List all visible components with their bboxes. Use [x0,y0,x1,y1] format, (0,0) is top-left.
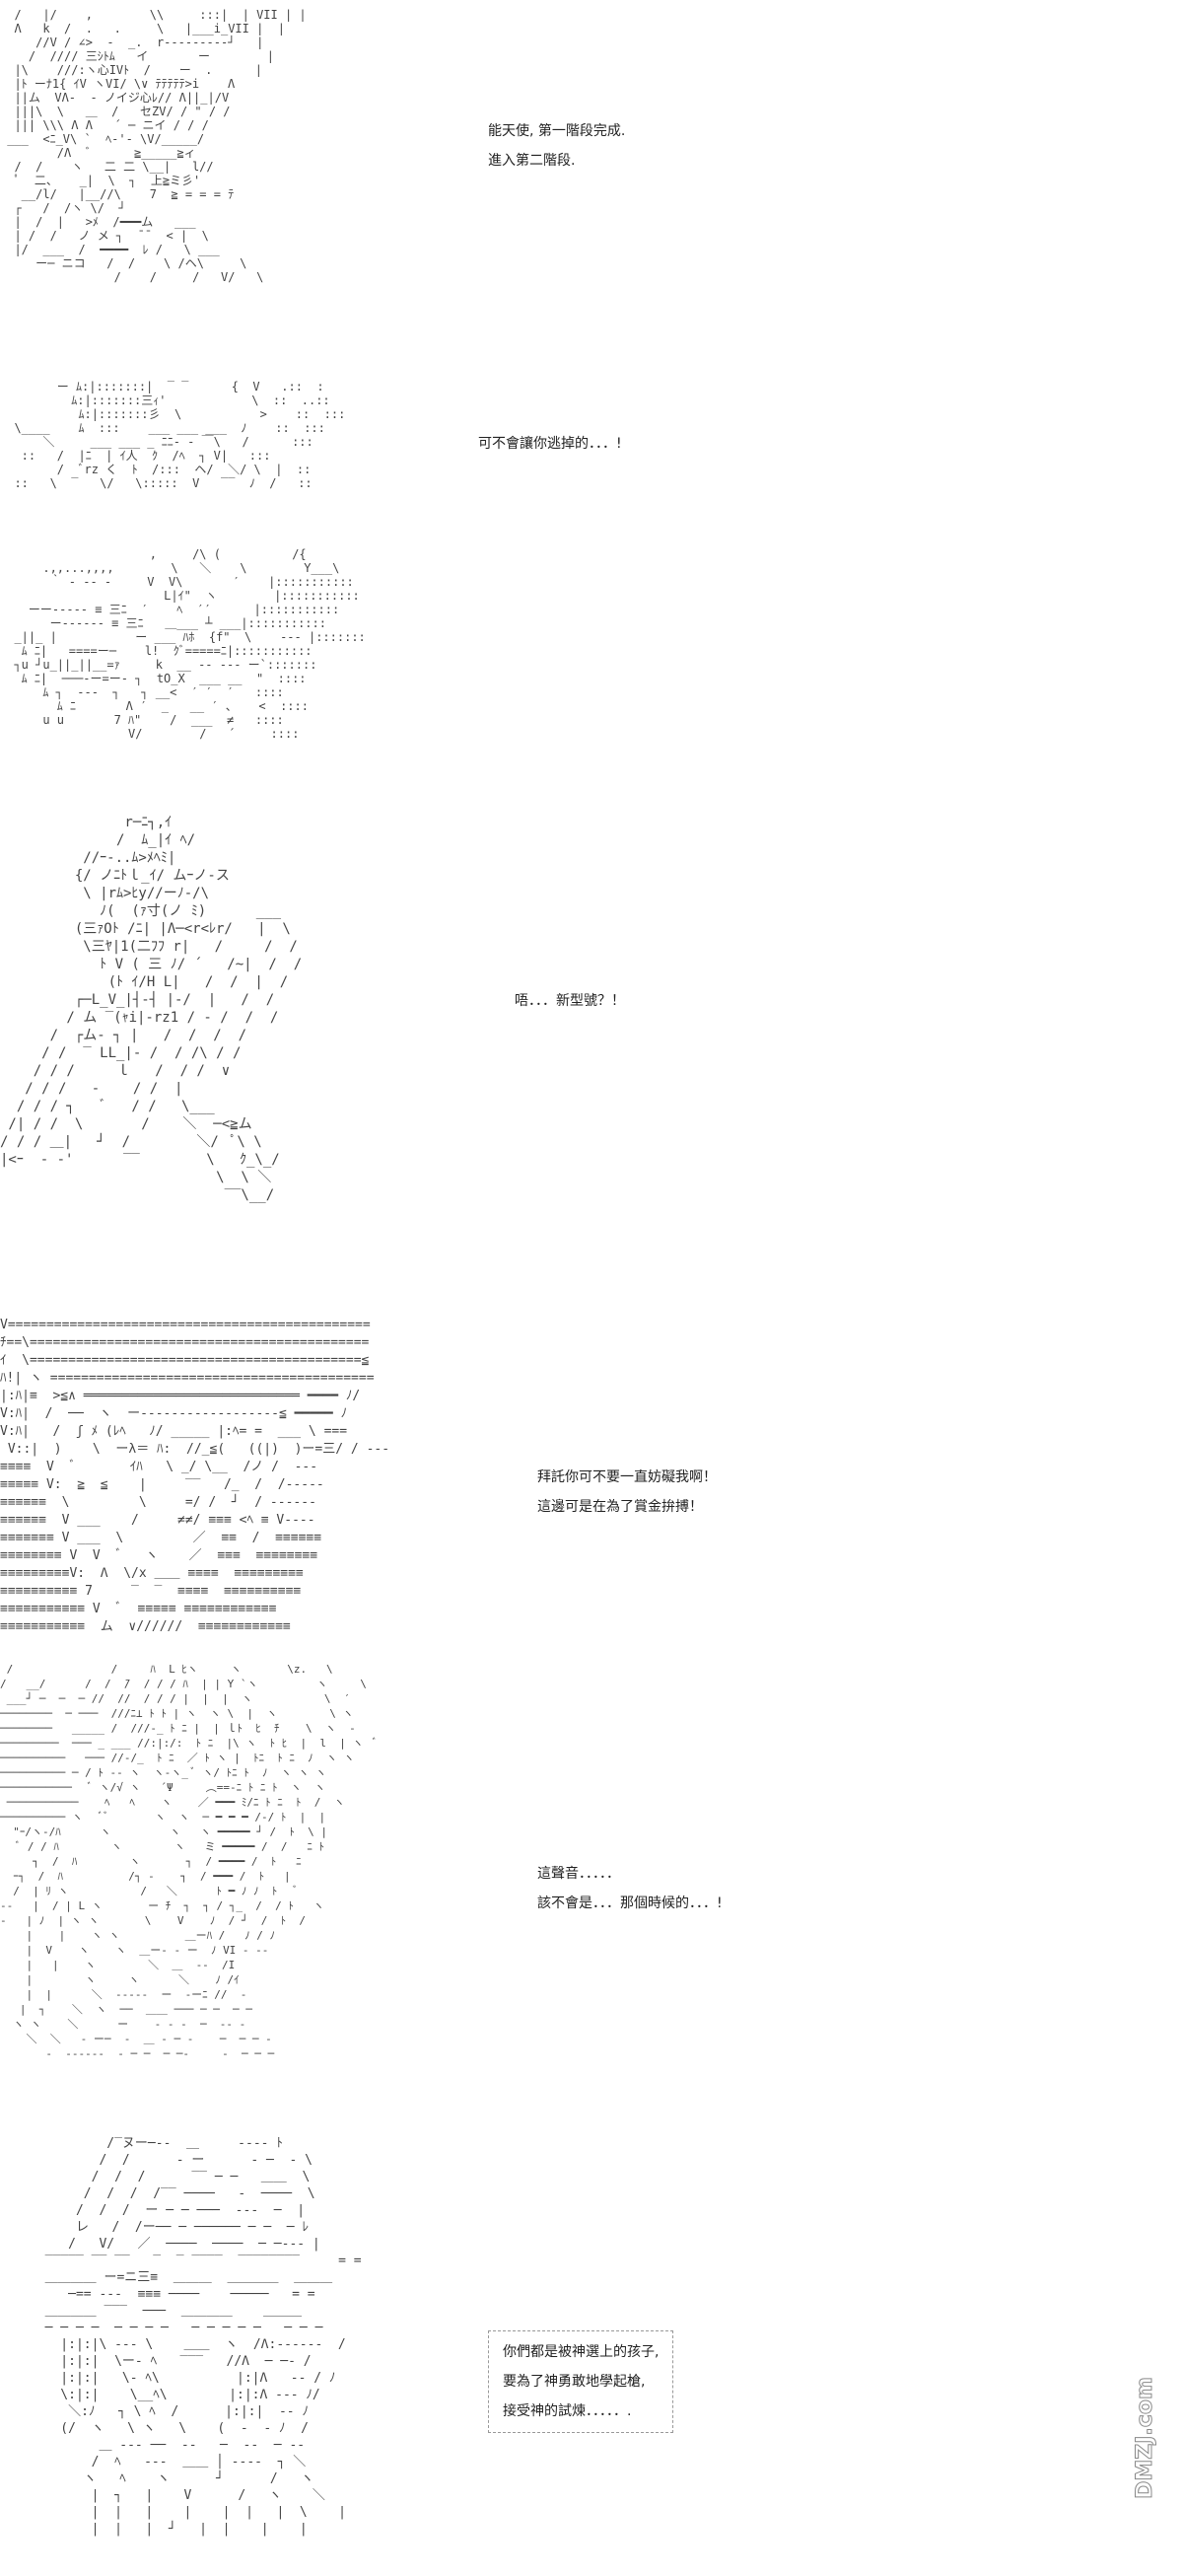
ascii-art-1: / |/ , \\ :::| | VII | | Λ k / . . \ |__… [7,8,307,284]
watermark-logo-icon: DMZJ.com [1133,2377,1158,2500]
dialog-line: 能天使, 第一階段完成. [488,123,626,139]
dialog-line: 唔．．．新型號？！ [515,993,625,1009]
ascii-art-2: ー ﾑ:|:::::::| ‾ ‾ { V .:: : ﾑ:|:::::::三ｨ… [14,380,346,490]
dialog-6: 這聲音．．．．． 該不會是．．．那個時候的．．．! [537,1859,723,1918]
panel-5: V=======================================… [0,1317,1183,1642]
dialog-line: 要為了神勇敢地學起槍, [503,2374,646,2390]
ascii-art-4: r─ﾆ┐,ｲ / ﾑ_|ｲ ﾍ/ //ｰ‐..ﾑ>ﾒﾍﾐ| {/ ノﾆﾄｌ_ｲ/… [0,815,303,1203]
dialog-line: 該不會是．．．那個時候的．．．! [537,1896,723,1911]
panel-2: ー ﾑ:|:::::::| ‾ ‾ { V .:: : ﾑ:|:::::::三ｨ… [0,380,1183,537]
panel-3: , /\ ( /{ .,,...,,,, \ ＼ \ Y___\ ｀ ‐ ‐‐ … [0,547,1183,784]
dialog-line: 這邊可是在為了賞金拚搏！ [537,1499,703,1515]
dialog-5: 拜託你可不要一直妨礙我啊！ 這邊可是在為了賞金拚搏！ [537,1463,717,1522]
ascii-art-6: / / ﾊ L ﾋヽ ヽ \z. \ / __/ / / ̄/ / / / ﾊ … [0,1663,379,2060]
dialog-7: 你們都是被神選上的孩子, 要為了神勇敢地學起槍, 接受神的試煉．．．．．. [488,2330,674,2433]
dialog-line: 拜託你可不要一直妨礙我啊！ [537,1469,717,1485]
panel-4: r─ﾆ┐,ｲ / ﾑ_|ｲ ﾍ/ //ｰ‐..ﾑ>ﾒﾍﾐ| {/ ノﾆﾄｌ_ｲ/… [0,814,1183,1287]
svg-text:DMZJ.com: DMZJ.com [1133,2377,1157,2499]
panel-7: /‾ヌー─‐‐ ＿ ‐‐‐‐ ﾄ / / ‐ ー ‐ ─ ‐ \ / / / ‾… [0,2135,1183,2569]
ascii-art-5: V=======================================… [0,1318,390,1634]
dialog-line: 接受神的試煉．．．．．. [503,2403,632,2419]
dialog-2: 可不會讓你逃掉的．．．! [478,429,622,459]
dialog-line: 這聲音．．．．． [537,1866,620,1882]
dialog-line: 可不會讓你逃掉的．．．! [478,436,622,452]
ascii-art-3: , /\ ( /{ .,,...,,,, \ ＼ \ Y___\ ｀ ‐ ‐‐ … [14,547,366,741]
panel-1: / |/ , \\ :::| | VII | | Λ k / . . \ |__… [0,0,1183,365]
site-watermark-logo: DMZJ.com [1124,2359,1163,2517]
dialog-1: 能天使, 第一階段完成. 進入第二階段. [488,116,625,176]
ascii-art-7: /‾ヌー─‐‐ ＿ ‐‐‐‐ ﾄ / / ‐ ー ‐ ─ ‐ \ / / / ‾… [44,2136,362,2537]
dialog-4: 唔．．．新型號？！ [515,986,625,1016]
dialog-line: 你們都是被神選上的孩子, [503,2344,660,2360]
dialog-line: 進入第二階段. [488,153,576,169]
panel-6: / / ﾊ L ﾋヽ ヽ \z. \ / __/ / / ̄/ / / / ﾊ … [0,1662,1183,2115]
